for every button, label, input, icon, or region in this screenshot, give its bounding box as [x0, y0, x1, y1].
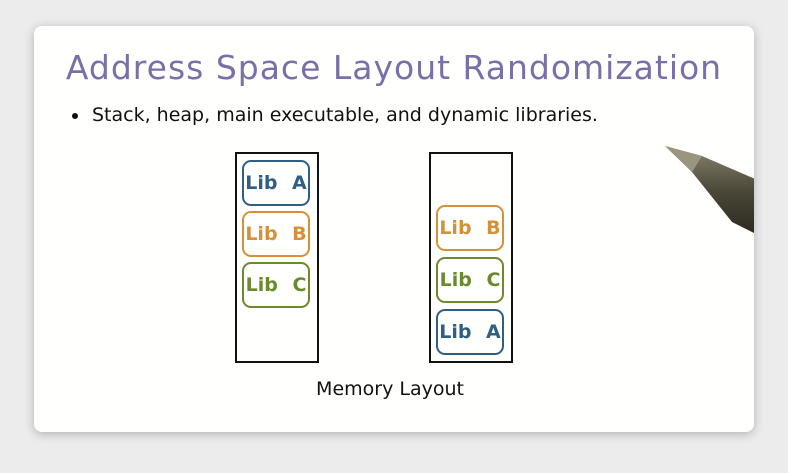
lib-b-box: Lib B [242, 211, 310, 257]
pen-icon [665, 146, 754, 233]
lib-a-box: Lib A [242, 160, 310, 206]
memory-layout-left: Lib A Lib B Lib C [235, 152, 319, 363]
slide: Address Space Layout Randomization Stack… [34, 26, 754, 432]
slide-title: Address Space Layout Randomization [65, 48, 723, 87]
bullet-icon [72, 112, 78, 119]
lib-a-box: Lib A [436, 309, 504, 355]
diagram-caption: Memory Layout [316, 378, 464, 400]
lib-c-box: Lib C [242, 262, 310, 308]
bullet-point: Stack, heap, main executable, and dynami… [72, 104, 598, 126]
bullet-text: Stack, heap, main executable, and dynami… [92, 104, 598, 126]
lib-b-box: Lib B [436, 205, 504, 251]
memory-layout-right: Lib B Lib C Lib A [429, 152, 513, 363]
lib-c-box: Lib C [436, 257, 504, 303]
